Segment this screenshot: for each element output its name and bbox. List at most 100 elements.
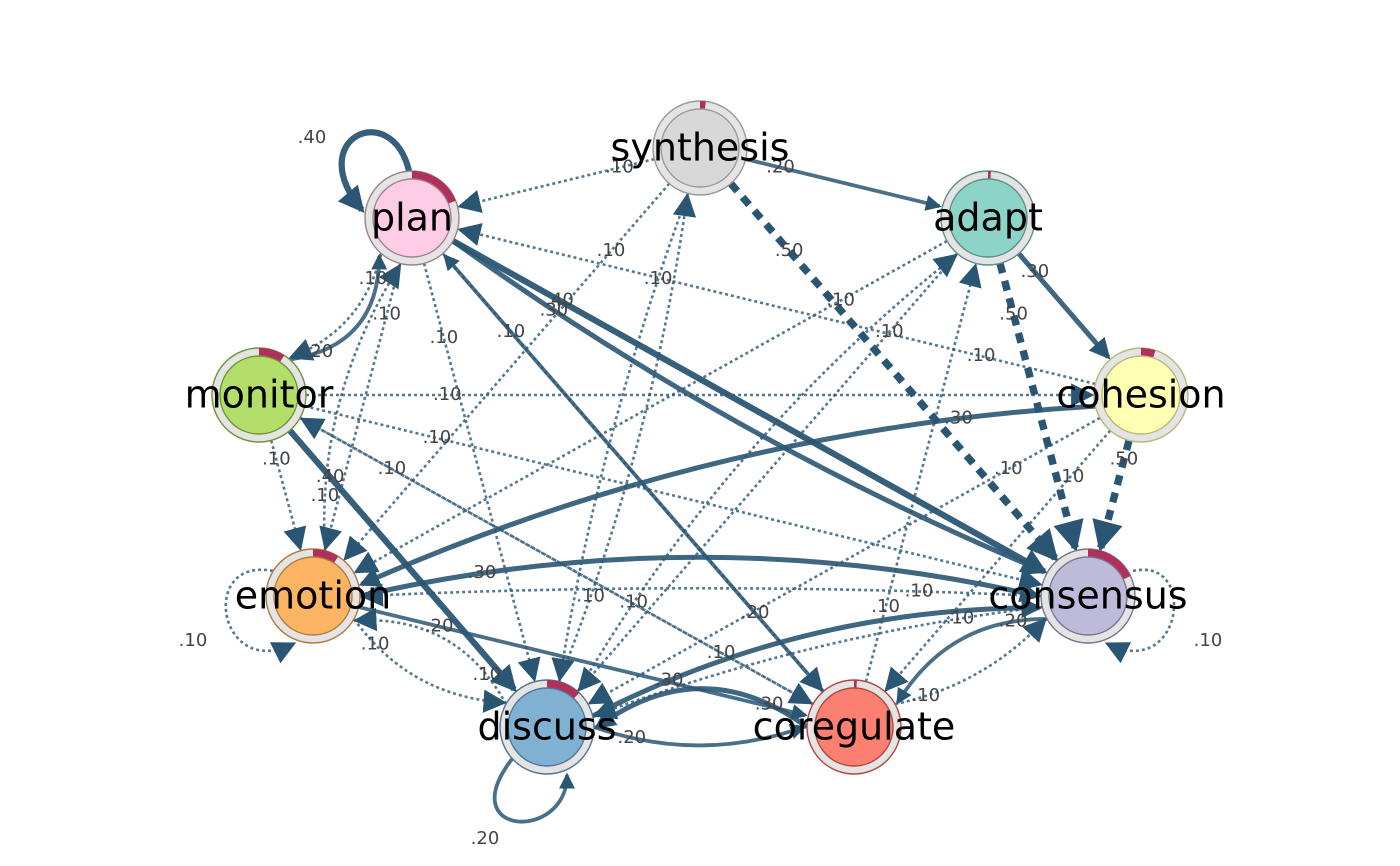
edge-plan-to-plan-label: .40	[298, 127, 327, 148]
edge-synthesis-to-consensus-label: .50	[775, 240, 804, 261]
edge-discuss-to-emotion	[353, 607, 508, 705]
edge-coregulate-to-consensus-label: .10	[911, 685, 940, 706]
edge-monitor-to-plan-label: .20	[305, 341, 334, 362]
edge-plan-to-plan	[337, 129, 413, 214]
node-consensus-label: consensus	[988, 574, 1187, 618]
node-cohesion-pie	[1140, 348, 1156, 358]
node-consensus-pie	[1087, 549, 1131, 580]
edge-coregulate-to-plan-label: .20	[741, 602, 770, 623]
edge-monitor-to-coregulate-label: .10	[378, 458, 407, 479]
edge-cohesion-to-consensus-label: .50	[1110, 449, 1139, 470]
edge-emotion-to-consensus-label: .30	[468, 562, 497, 583]
node-adapt-circle	[948, 178, 1028, 258]
edge-discuss-to-discuss-label: .20	[471, 828, 500, 849]
edge-monitor-to-discuss-label: .40	[316, 466, 345, 487]
nodes-layer: synthesis adapt cohesion consensus coregulat…	[185, 100, 1226, 775]
node-cohesion-label: cohesion	[1056, 373, 1225, 417]
edge-discuss-to-discuss	[493, 757, 575, 824]
edge-adapt-to-discuss	[577, 252, 959, 692]
node-adapt-label: adapt	[933, 196, 1043, 240]
edge-plan-to-monitor-label: .10	[359, 268, 388, 289]
node-emotion-pie	[312, 549, 339, 564]
node-consensus: consensus	[988, 548, 1188, 644]
edge-monitor-to-emotion-label: .10	[262, 449, 291, 470]
node-monitor: monitor	[185, 347, 334, 443]
edge-cohesion-to-coregulate-label: .10	[1056, 466, 1085, 487]
edge-synthesis-to-emotion-label: .10	[597, 240, 626, 261]
edge-emotion-to-coregulate-label: .20	[425, 616, 454, 637]
edge-discuss-to-emotion-label: .10	[472, 664, 501, 685]
edge-labels-layer: .40.10.20.50.10.10.30.50.10.10.50.30.10.…	[179, 127, 1223, 849]
edge-plan-to-emotion	[319, 263, 402, 552]
edge-emotion-to-discuss-label: .10	[361, 633, 390, 654]
edge-adapt-to-consensus-label: .50	[999, 304, 1028, 325]
edge-emotion-to-emotion	[224, 568, 297, 664]
edge-adapt-to-emotion-label: .10	[826, 290, 855, 311]
edge-plan-to-emotion-label: .10	[372, 304, 401, 325]
edge-adapt-to-consensus	[996, 262, 1084, 553]
node-coregulate-circle	[814, 687, 894, 767]
edge-discuss-to-adapt	[576, 253, 959, 693]
edge-discuss-to-consensus	[591, 597, 1043, 719]
edge-adapt-to-cohesion-label: .30	[1021, 261, 1050, 282]
edge-discuss-to-coregulate-label: .20	[617, 727, 646, 748]
node-discuss: discuss	[477, 679, 617, 775]
node-plan-pie	[411, 171, 456, 204]
edge-consensus-to-emotion	[359, 583, 1042, 607]
edge-cohesion-to-emotion	[358, 403, 1096, 587]
edge-coregulate-to-discuss	[594, 686, 809, 730]
edge-emotion-to-emotion-label: .10	[179, 630, 208, 651]
edge-consensus-to-consensus-label: .10	[1194, 630, 1223, 651]
edge-monitor-to-consensus-label: .10	[423, 427, 452, 448]
edge-plan-to-consensus-label: .40	[545, 290, 574, 311]
edge-discuss-to-consensus-label: .30	[655, 670, 684, 691]
edge-cohesion-to-plan-label: .10	[967, 345, 996, 366]
node-discuss-label: discuss	[477, 705, 616, 749]
node-cohesion-circle	[1101, 355, 1181, 435]
node-emotion: emotion	[235, 548, 391, 644]
edge-adapt-to-emotion	[353, 239, 948, 574]
node-synthesis-label: synthesis	[611, 126, 790, 170]
edge-coregulate-to-consensus	[894, 617, 1047, 706]
edge-plan-to-discuss-label: .10	[430, 327, 459, 348]
edge-synthesis-to-plan	[457, 157, 655, 213]
edge-coregulate-to-monitor-label: .10	[707, 642, 736, 663]
node-synthesis: synthesis	[611, 100, 790, 196]
node-consensus-circle	[1048, 556, 1128, 636]
edge-plan-to-consensus	[451, 238, 1048, 575]
edge-synthesis-to-adapt-label: .20	[766, 157, 795, 178]
node-plan-circle	[372, 178, 452, 258]
edge-plan-to-coregulate-label: .10	[497, 321, 526, 342]
edge-plan-to-consensus-label: .30	[540, 299, 569, 320]
node-discuss-circle	[507, 687, 587, 767]
node-plan-label: plan	[371, 196, 453, 240]
edge-consensus-to-consensus	[1104, 568, 1176, 664]
edge-cohesion-to-consensus	[1092, 439, 1133, 553]
edge-emotion-to-plan	[322, 263, 402, 551]
edge-consensus-to-coregulate-label: .20	[999, 611, 1028, 632]
edge-cohesion-to-emotion-label: .30	[944, 408, 973, 429]
edge-synthesis-to-discuss	[551, 192, 690, 683]
edge-discuss-to-adapt-label: .10	[619, 592, 648, 613]
edge-monitor-to-emotion	[269, 440, 307, 552]
node-coregulate-label: coregulate	[753, 705, 956, 749]
node-monitor-circle	[219, 355, 299, 435]
edge-synthesis-to-adapt	[745, 157, 942, 211]
edge-discuss-to-synthesis-label: .10	[576, 586, 605, 607]
node-monitor-pie	[258, 348, 285, 363]
edge-coregulate-to-adapt-label: .10	[871, 596, 900, 617]
edge-cohesion-to-coregulate	[884, 429, 1112, 692]
edge-monitor-to-cohesion-label: .10	[433, 384, 462, 405]
edge-consensus-to-discuss-label: .10	[946, 608, 975, 629]
edge-cohesion-to-plan	[457, 223, 1096, 386]
edge-synthesis-to-plan-label: .10	[605, 157, 634, 178]
edge-synthesis-to-emotion	[343, 182, 671, 561]
edge-emotion-to-consensus	[359, 554, 1042, 603]
node-coregulate: coregulate	[753, 679, 956, 775]
node-plan: plan	[364, 170, 460, 266]
edge-consensus-to-discuss	[592, 605, 1043, 720]
node-cohesion: cohesion	[1056, 347, 1226, 443]
node-adapt: adapt	[933, 170, 1043, 266]
edge-adapt-to-discuss-label: .10	[875, 321, 904, 342]
